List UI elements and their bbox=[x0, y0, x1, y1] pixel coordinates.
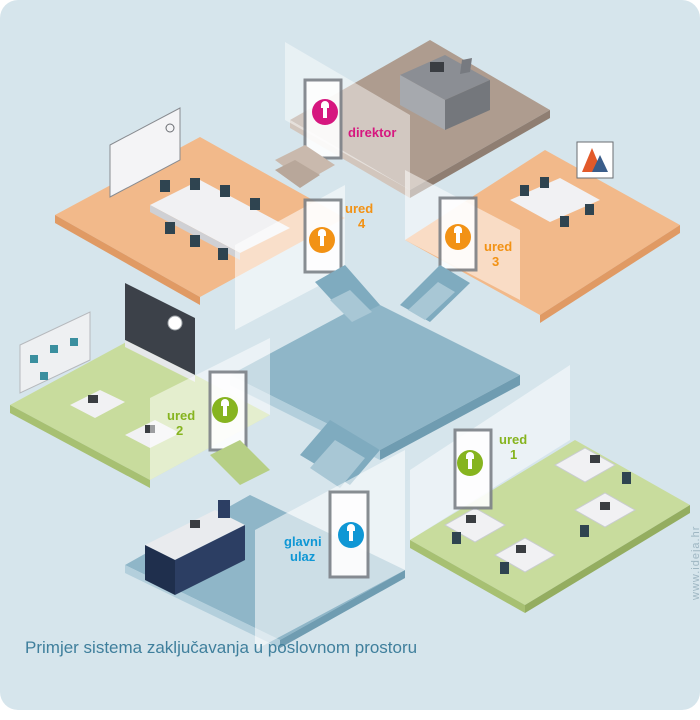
caption: Primjer sistema zaključavanja u poslovno… bbox=[25, 638, 418, 657]
credit-watermark: www.ideja.hr bbox=[690, 525, 700, 600]
lock-cylinder-icon bbox=[309, 227, 335, 253]
office-1-label-line2: 1 bbox=[510, 447, 517, 462]
lock-cylinder-icon bbox=[457, 450, 483, 476]
office-4-label-line1: ured bbox=[345, 201, 373, 216]
entrance-label-line1: glavni bbox=[284, 534, 322, 549]
office-3-label-line2: 3 bbox=[492, 254, 499, 269]
office-2-label-line1: ured bbox=[167, 408, 195, 423]
office-4-label-line2: 4 bbox=[358, 216, 366, 231]
director-room bbox=[290, 40, 550, 198]
lock-cylinder-icon bbox=[338, 522, 364, 548]
office-2-label-line2: 2 bbox=[176, 423, 183, 438]
office-1-room bbox=[410, 440, 690, 613]
director-label: direktor bbox=[348, 125, 396, 140]
office-3-label-line1: ured bbox=[484, 239, 512, 254]
entrance-label-line2: ulaz bbox=[290, 549, 316, 564]
lock-cylinder-icon bbox=[312, 99, 338, 125]
lock-cylinder-icon bbox=[445, 224, 471, 250]
director-door[interactable] bbox=[303, 78, 343, 160]
office-1-label-line1: ured bbox=[499, 432, 527, 447]
lock-cylinder-icon bbox=[212, 397, 238, 423]
